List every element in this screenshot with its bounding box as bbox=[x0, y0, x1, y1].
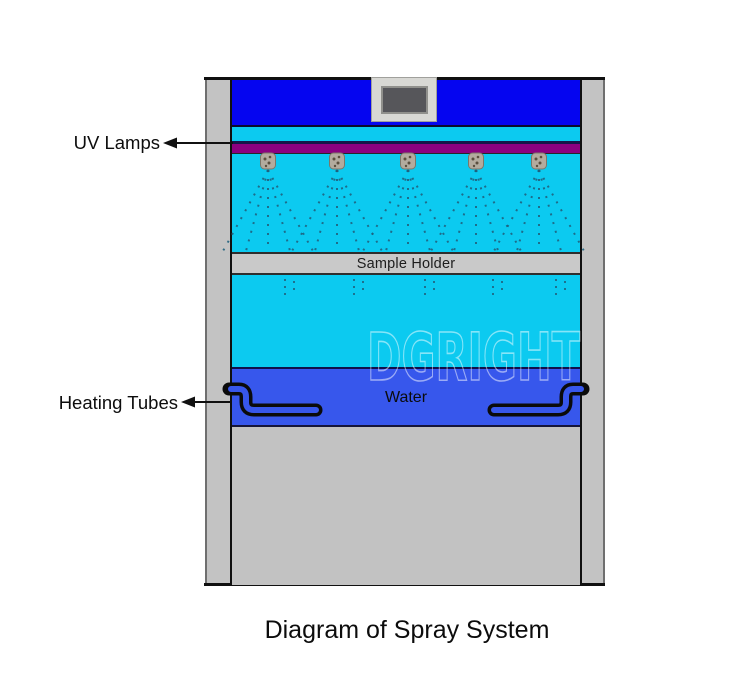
sample-holder-shelf: Sample Holder bbox=[232, 252, 580, 275]
uv-bar-top-line bbox=[232, 141, 580, 144]
water-label: Water bbox=[384, 389, 428, 406]
cabinet-interior: Sample Holder Water bbox=[230, 80, 582, 585]
spray-chamber: Sample Holder bbox=[232, 154, 580, 367]
heating-tubes-arrowhead-icon bbox=[181, 396, 195, 408]
water-reservoir: Water bbox=[232, 367, 580, 425]
sample-holder-label: Sample Holder bbox=[356, 255, 456, 272]
cabinet-right-wall bbox=[580, 78, 605, 585]
lower-cabinet-body bbox=[232, 425, 580, 585]
uv-lamp-bar bbox=[232, 144, 580, 154]
heating-tubes-label: Heating Tubes bbox=[58, 392, 178, 413]
upper-cyan-strip bbox=[232, 127, 580, 141]
controller-panel bbox=[371, 77, 437, 122]
cabinet-left-wall bbox=[205, 78, 230, 585]
diagram-caption: Diagram of Spray System bbox=[264, 616, 550, 644]
uv-lamps-label: UV Lamps bbox=[73, 132, 160, 153]
controller-screen bbox=[381, 86, 428, 114]
uv-lamps-arrowhead-icon bbox=[163, 137, 177, 149]
